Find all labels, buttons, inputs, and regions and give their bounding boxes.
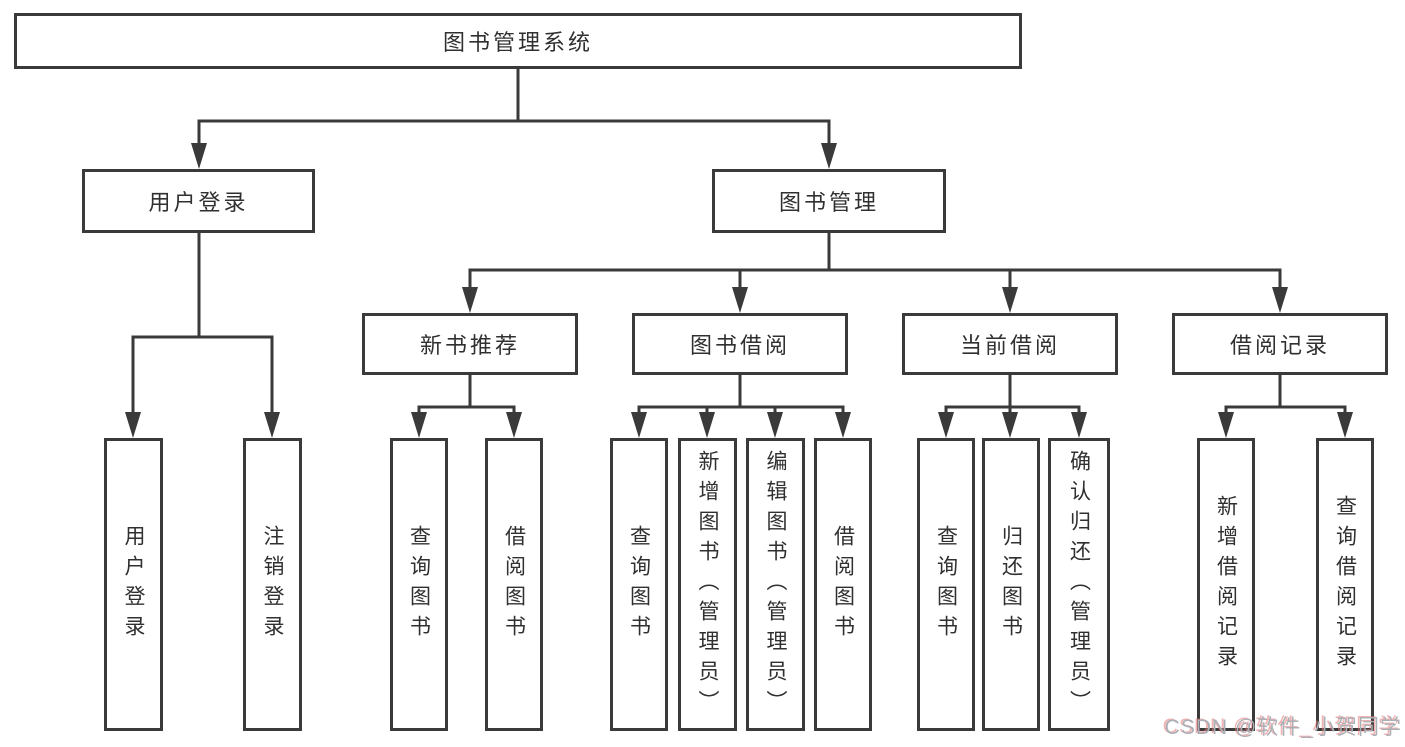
leaf-records-add-record: 新增借阅记录 — [1197, 438, 1255, 731]
node-root-system: 图书管理系统 — [14, 13, 1022, 69]
node-current-borrowing: 当前借阅 — [902, 313, 1118, 375]
leaf-current-return-book: 归还图书 — [982, 438, 1040, 731]
leaf-borrowing-query-book: 查询图书 — [610, 438, 668, 731]
node-borrow-records-label: 借阅记录 — [1229, 333, 1330, 358]
leaf-logout: 注销登录 — [243, 438, 302, 731]
node-book-management-label: 图书管理 — [778, 190, 879, 215]
node-user-login-branch: 用户登录 — [82, 169, 315, 233]
leaf-borrowing-borrow-book: 借阅图书 — [814, 438, 872, 731]
leaf-borrowing-add-book-admin: 新增图书（管理员） — [678, 438, 737, 731]
node-root-label: 图书管理系统 — [442, 30, 593, 55]
arrowheads — [125, 143, 1353, 438]
leaf-current-confirm-return-admin: 确认归还（管理员） — [1048, 438, 1110, 731]
leaf-current-query-book: 查询图书 — [917, 438, 975, 731]
leaf-user-login: 用户登录 — [104, 438, 163, 731]
leaf-borrowing-edit-book-admin: 编辑图书（管理员） — [746, 438, 805, 731]
leaf-records-query-record: 查询借阅记录 — [1316, 438, 1374, 731]
node-new-book-recommend: 新书推荐 — [362, 313, 578, 375]
leaf-recommend-borrow-book: 借阅图书 — [485, 438, 543, 731]
node-book-management-branch: 图书管理 — [712, 169, 946, 233]
csdn-watermark: CSDN @软件_小贺同学 — [1164, 716, 1402, 739]
node-new-book-recommend-label: 新书推荐 — [419, 333, 520, 358]
node-borrow-records: 借阅记录 — [1172, 313, 1388, 375]
node-current-borrowing-label: 当前借阅 — [959, 333, 1060, 358]
node-book-borrowing-label: 图书借阅 — [689, 333, 790, 358]
leaf-recommend-query-book: 查询图书 — [390, 438, 448, 731]
node-book-borrowing: 图书借阅 — [632, 313, 848, 375]
node-user-login-branch-label: 用户登录 — [148, 190, 249, 215]
